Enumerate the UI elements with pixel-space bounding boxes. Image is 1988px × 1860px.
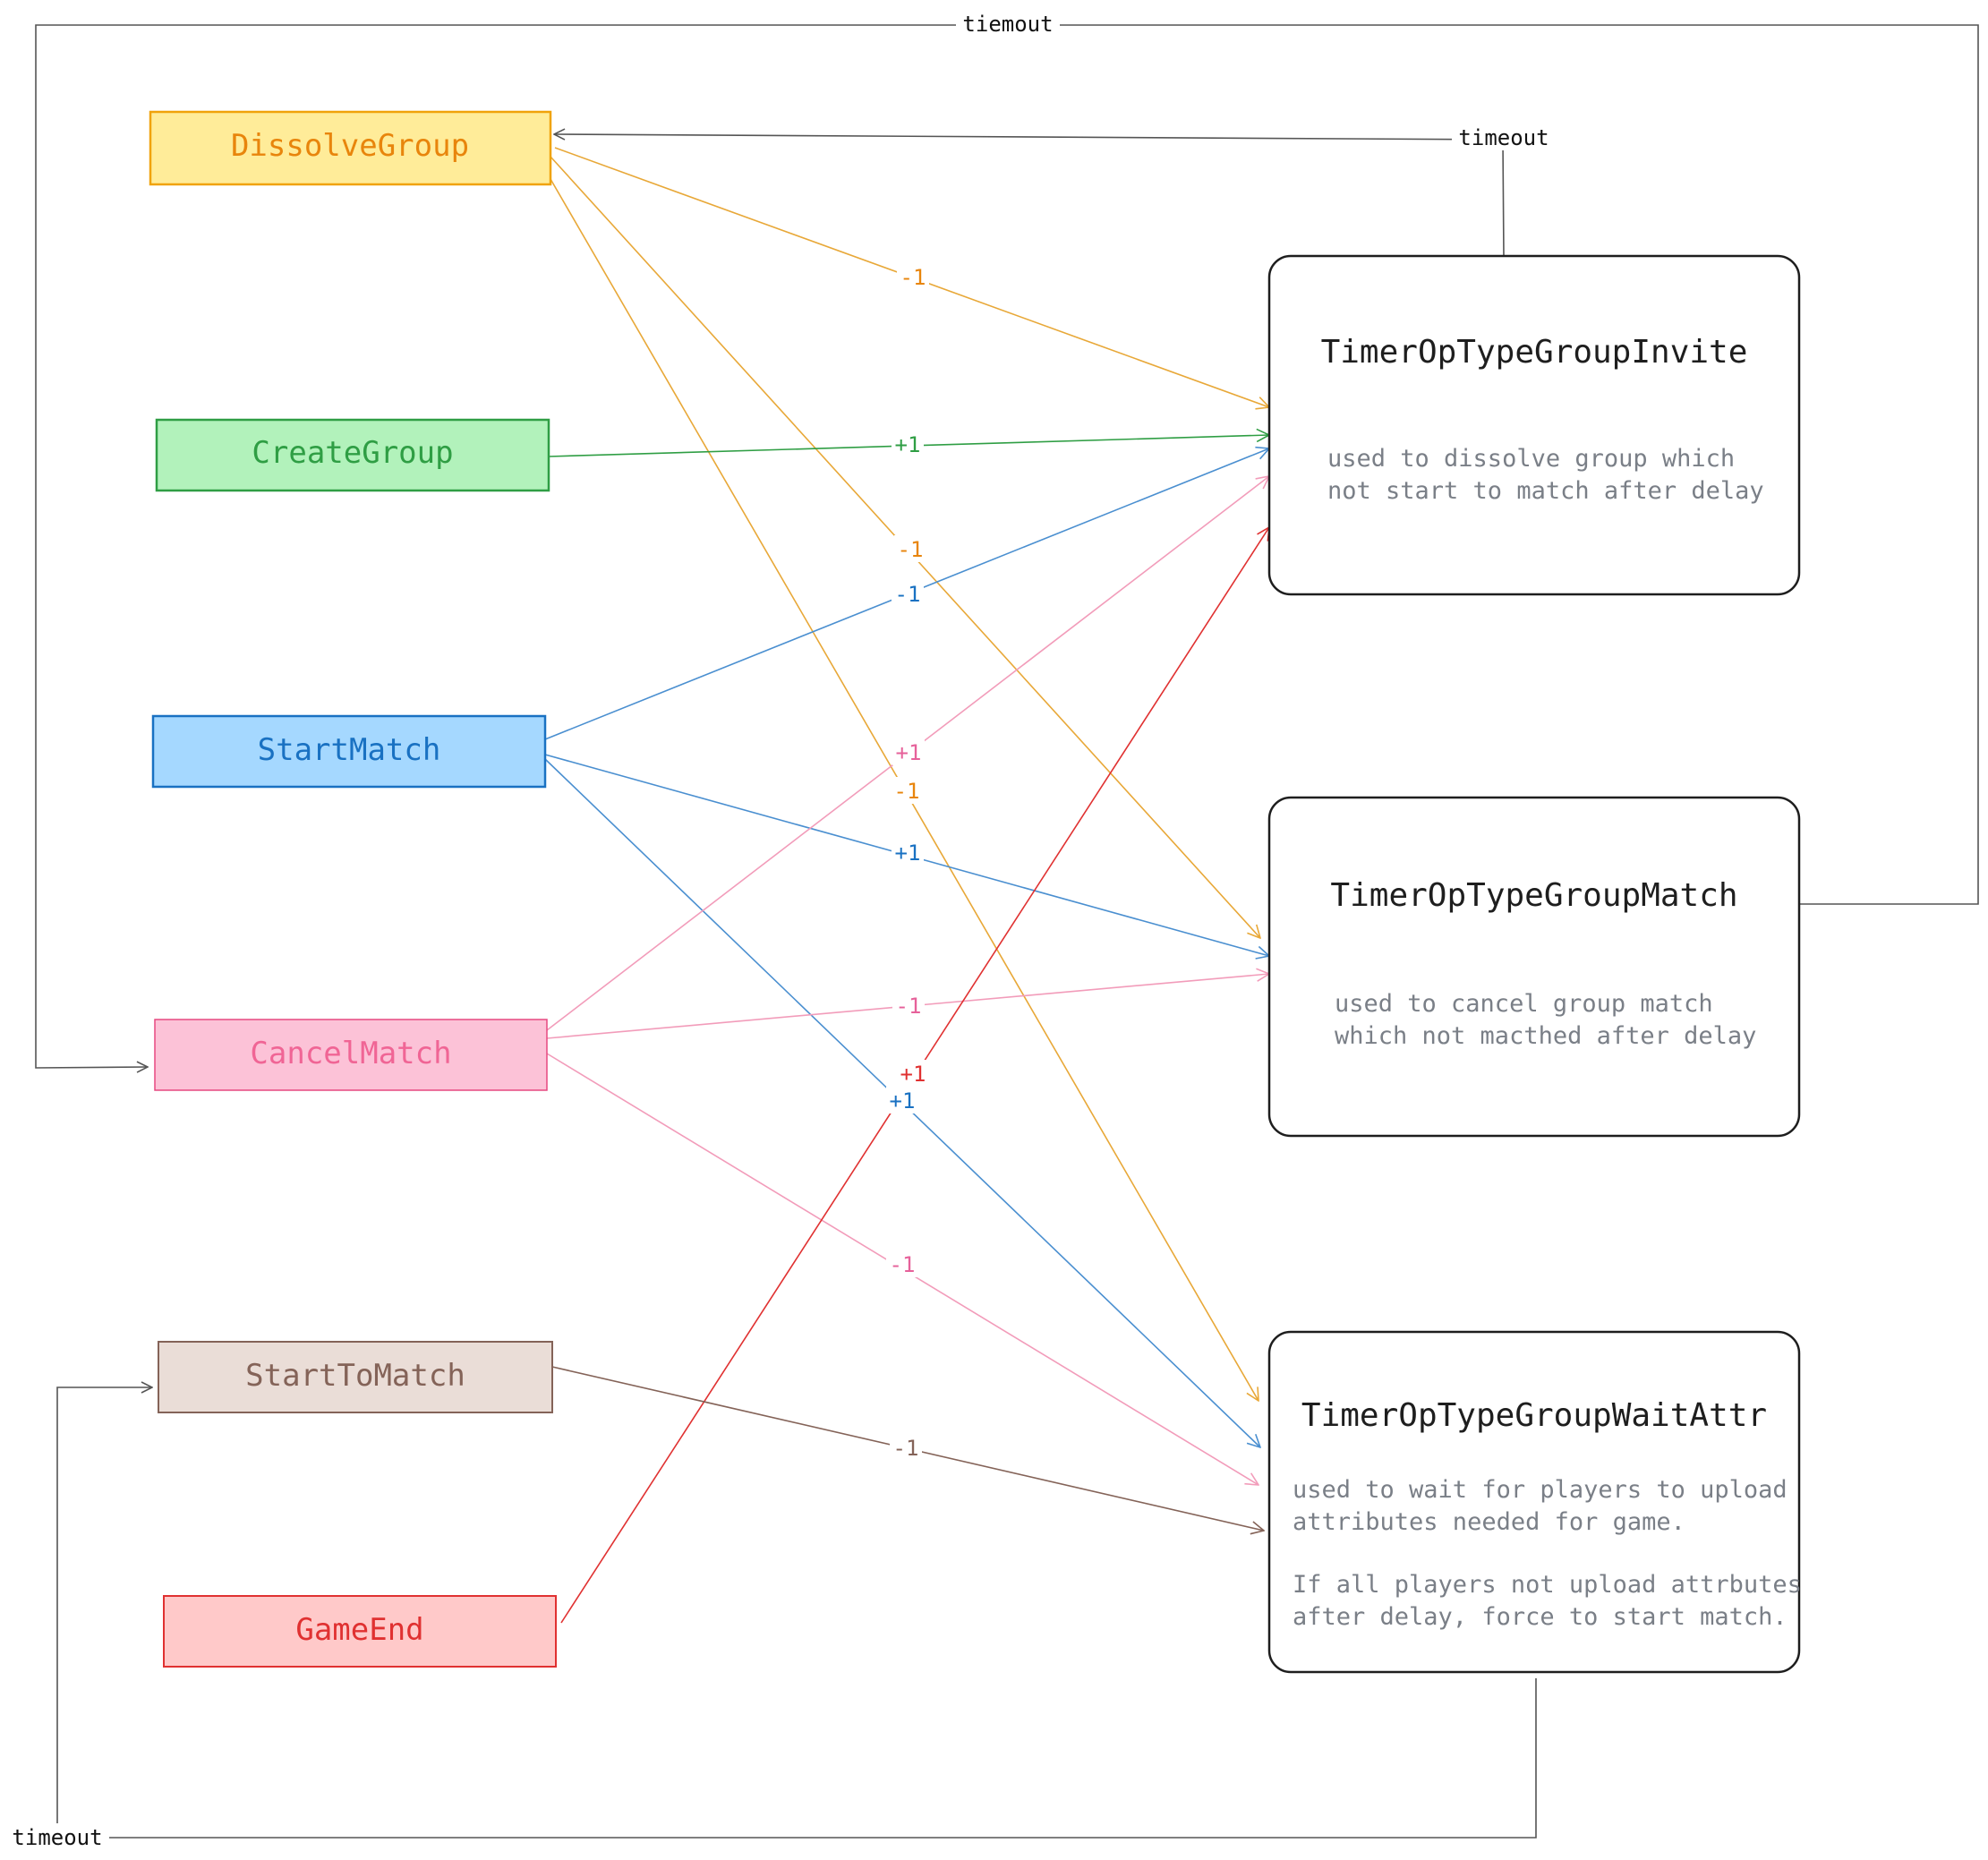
timer-box — [1267, 254, 1801, 596]
timer-group-match: TimerOpTypeGroupMatch used to cancel gro… — [1267, 796, 1801, 1138]
timer-title-group-wait-attr: TimerOpTypeGroupWaitAttr — [1301, 1397, 1767, 1434]
source-dissolve-group: DissolveGroup — [149, 110, 552, 186]
edge-label-bg — [892, 431, 924, 457]
edges-layer — [544, 147, 1269, 1624]
source-game-end: GameEnd — [163, 1595, 557, 1668]
timer-box — [1267, 796, 1801, 1138]
edge-label-gameend-to-invite: +1 — [900, 1062, 926, 1087]
timer-desc-line: used to dissolve group which — [1327, 445, 1735, 473]
edge-label-cancel-to-invite: +1 — [896, 740, 922, 765]
timeout-label-waitattr-to-starttomatch: timeout — [12, 1825, 102, 1850]
edge-label-bg — [897, 1060, 929, 1087]
source-label-start-match: StartMatch — [258, 732, 441, 768]
timer-desc-line: not start to match after delay — [1327, 477, 1764, 505]
edge-label-bg — [892, 992, 925, 1019]
source-label-start-to-match: StartToMatch — [245, 1358, 465, 1394]
edge-label-create-to-invite: +1 — [895, 432, 921, 457]
timer-title-group-invite: TimerOpTypeGroupInvite — [1321, 334, 1748, 371]
timer-desc-line: used to cancel group match — [1335, 990, 1713, 1018]
timer-desc-line: after delay, force to start match. — [1293, 1603, 1787, 1631]
source-box — [155, 418, 550, 492]
source-events: DissolveGroup CreateGroup StartMatch Can… — [149, 110, 557, 1668]
edge-label-bg — [890, 1434, 922, 1461]
edge-label-start-to-invite: -1 — [895, 582, 921, 607]
source-box — [151, 714, 547, 789]
source-box — [158, 1341, 553, 1413]
edge-label-bg — [891, 777, 923, 804]
timers: TimerOpTypeGroupInvite used to dissolve … — [1267, 254, 1802, 1674]
edge-label-cancel-to-match: -1 — [896, 994, 922, 1019]
timer-box — [1267, 1330, 1801, 1674]
timeout-connectors: tiemout timeout timeout — [5, 11, 1979, 1850]
edge-label-starttomatch-to-waitattr: -1 — [893, 1436, 919, 1461]
edge-label-bg — [894, 535, 926, 562]
edge-label-bg — [892, 738, 925, 765]
edge-label-dissolve-to-waitattr: -1 — [894, 779, 920, 804]
source-label-game-end: GameEnd — [295, 1612, 423, 1648]
source-box — [163, 1595, 557, 1668]
source-start-match: StartMatch — [151, 714, 547, 789]
source-cancel-match: CancelMatch — [154, 1019, 548, 1091]
edge-labels-layer: -1-1-1+1-1+1+1+1-1-1+1-1 — [886, 263, 929, 1461]
source-label-create-group: CreateGroup — [252, 435, 453, 471]
edge-label-dissolve-to-invite: -1 — [900, 265, 926, 290]
edge-label-dissolve-to-match: -1 — [898, 537, 924, 562]
edge-label-bg — [892, 839, 924, 866]
timer-group-invite: TimerOpTypeGroupInvite used to dissolve … — [1267, 254, 1801, 596]
timer-desc-line: used to wait for players to upload — [1293, 1476, 1787, 1504]
edge-label-bg — [886, 1087, 918, 1113]
edge-label-bg — [892, 580, 924, 607]
timer-group-wait-attr: TimerOpTypeGroupWaitAttr used to wait fo… — [1267, 1330, 1802, 1674]
timeout-label-invite-to-dissolve: timeout — [1458, 125, 1549, 150]
edge-label-start-to-match: +1 — [895, 840, 921, 866]
source-box — [154, 1019, 548, 1091]
source-box — [149, 110, 552, 186]
source-create-group: CreateGroup — [155, 418, 550, 492]
source-label-dissolve-group: DissolveGroup — [231, 128, 469, 164]
source-label-cancel-match: CancelMatch — [250, 1036, 451, 1071]
timer-desc-line: attributes needed for game. — [1293, 1508, 1685, 1536]
timeout-connector-invite-to-dissolve — [554, 134, 1505, 259]
timer-desc-line: If all players not upload attrbutes — [1293, 1571, 1802, 1599]
edge-label-bg — [897, 263, 929, 290]
timeout-label-bg — [1452, 124, 1556, 150]
timer-desc-line: which not macthed after delay — [1335, 1022, 1756, 1050]
timeout-label-match-to-cancel: tiemout — [962, 12, 1053, 37]
edge-label-cancel-to-waitattr: -1 — [890, 1252, 916, 1277]
edge-label-start-to-waitattr: +1 — [890, 1088, 916, 1113]
timeout-label-bg — [956, 11, 1060, 38]
source-start-to-match: StartToMatch — [158, 1341, 553, 1413]
timer-title-group-match: TimerOpTypeGroupMatch — [1330, 877, 1737, 914]
timeout-label-bg — [5, 1823, 109, 1850]
edge-label-bg — [886, 1250, 918, 1277]
